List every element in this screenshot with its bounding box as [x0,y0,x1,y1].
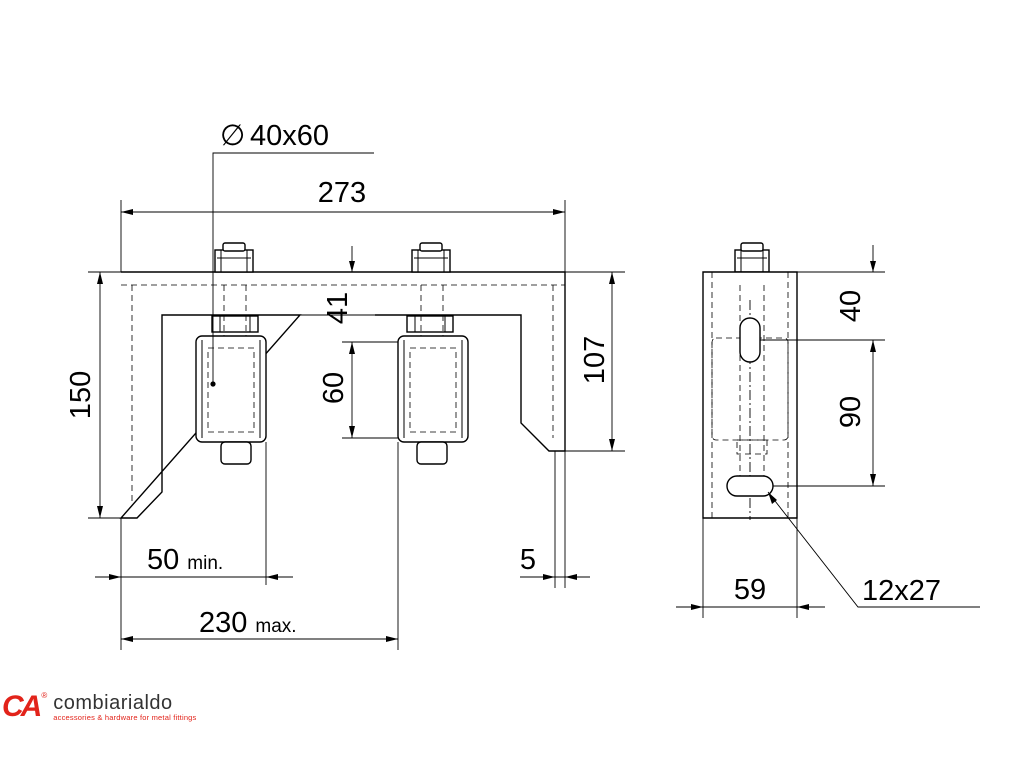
brand-tagline: accessories & hardware for metal fitting… [53,712,197,722]
side-width-label: 59 [734,574,766,606]
front-view [119,152,566,519]
roller-right [397,242,469,465]
front-dimensions [88,200,625,650]
side-dimensions [676,245,980,618]
slot-size-label: 12x27 [862,575,941,607]
roller-size-label: 40x60 [250,120,329,152]
inner-height-label: 107 [579,336,611,384]
side-view [702,242,798,520]
overall-height-label: 150 [65,371,97,419]
lip-label: 5 [520,544,536,576]
top-offset-label: 41 [322,292,354,324]
overall-width-label: 273 [318,177,366,209]
brand-name: combiarialdo [53,691,173,714]
side-top-label: 40 [835,290,867,322]
logo-text: combiarialdo accessories & hardware for … [53,693,196,722]
roller-height-label: 60 [318,372,350,404]
roller-left [195,242,267,465]
side-spacing-label: 90 [835,396,867,428]
registered-mark: ® [41,691,48,700]
logo-mark: CA [2,690,42,723]
diameter-symbol: ∅ [220,120,245,152]
brand-logo: CA ® combiarialdo accessories & hardware… [2,689,197,725]
